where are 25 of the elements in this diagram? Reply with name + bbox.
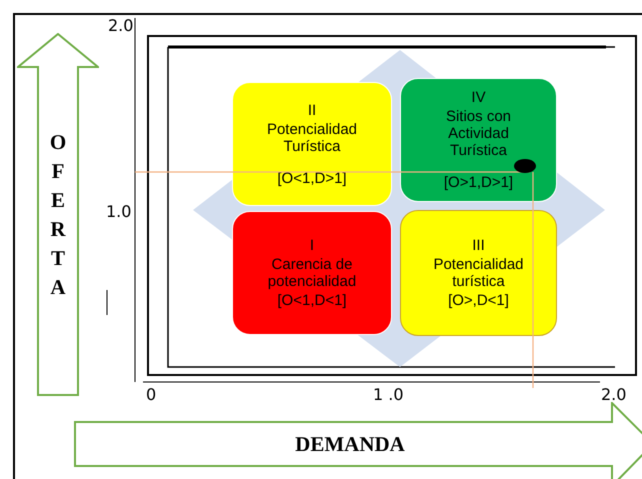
axis-tick-label: 1 .0 — [373, 385, 404, 404]
condition-text: [O>,D<1] — [448, 292, 509, 309]
quadrant-number: IV — [471, 89, 486, 106]
quadrant-box — [232, 211, 392, 335]
quadrant-box — [232, 82, 392, 206]
condition-text: [O>1,D>1] — [444, 174, 514, 191]
axis-tick-label: 1.0 — [106, 202, 132, 221]
quadrant-number: II — [308, 102, 316, 118]
axis-tick-label: 0 — [146, 385, 156, 404]
quadrant-title: Potencialidad Turística — [266, 120, 358, 154]
block-arrow — [74, 402, 642, 479]
quadrant-box — [400, 210, 557, 336]
axis-title: OFERTA — [48, 129, 68, 301]
quadrant-title: Sitios con Actividad Turística — [444, 108, 512, 159]
quadrant-title: Potencialidad turística — [432, 256, 525, 290]
condition-text: [O<1,D<1] — [277, 292, 347, 309]
axis-tick-label: 2.0 — [108, 16, 134, 35]
quadrant-title: Carencia de potencialidad — [266, 256, 358, 290]
block-arrow — [17, 33, 99, 396]
condition-text: [O<1,D>1] — [277, 170, 347, 186]
axis-title: DEMANDA — [294, 431, 406, 458]
quadrant-number: I — [310, 237, 314, 254]
quadrant-number: III — [472, 237, 485, 254]
quadrant-box — [400, 78, 557, 202]
axis-tick-label: 2.0 — [601, 385, 626, 404]
